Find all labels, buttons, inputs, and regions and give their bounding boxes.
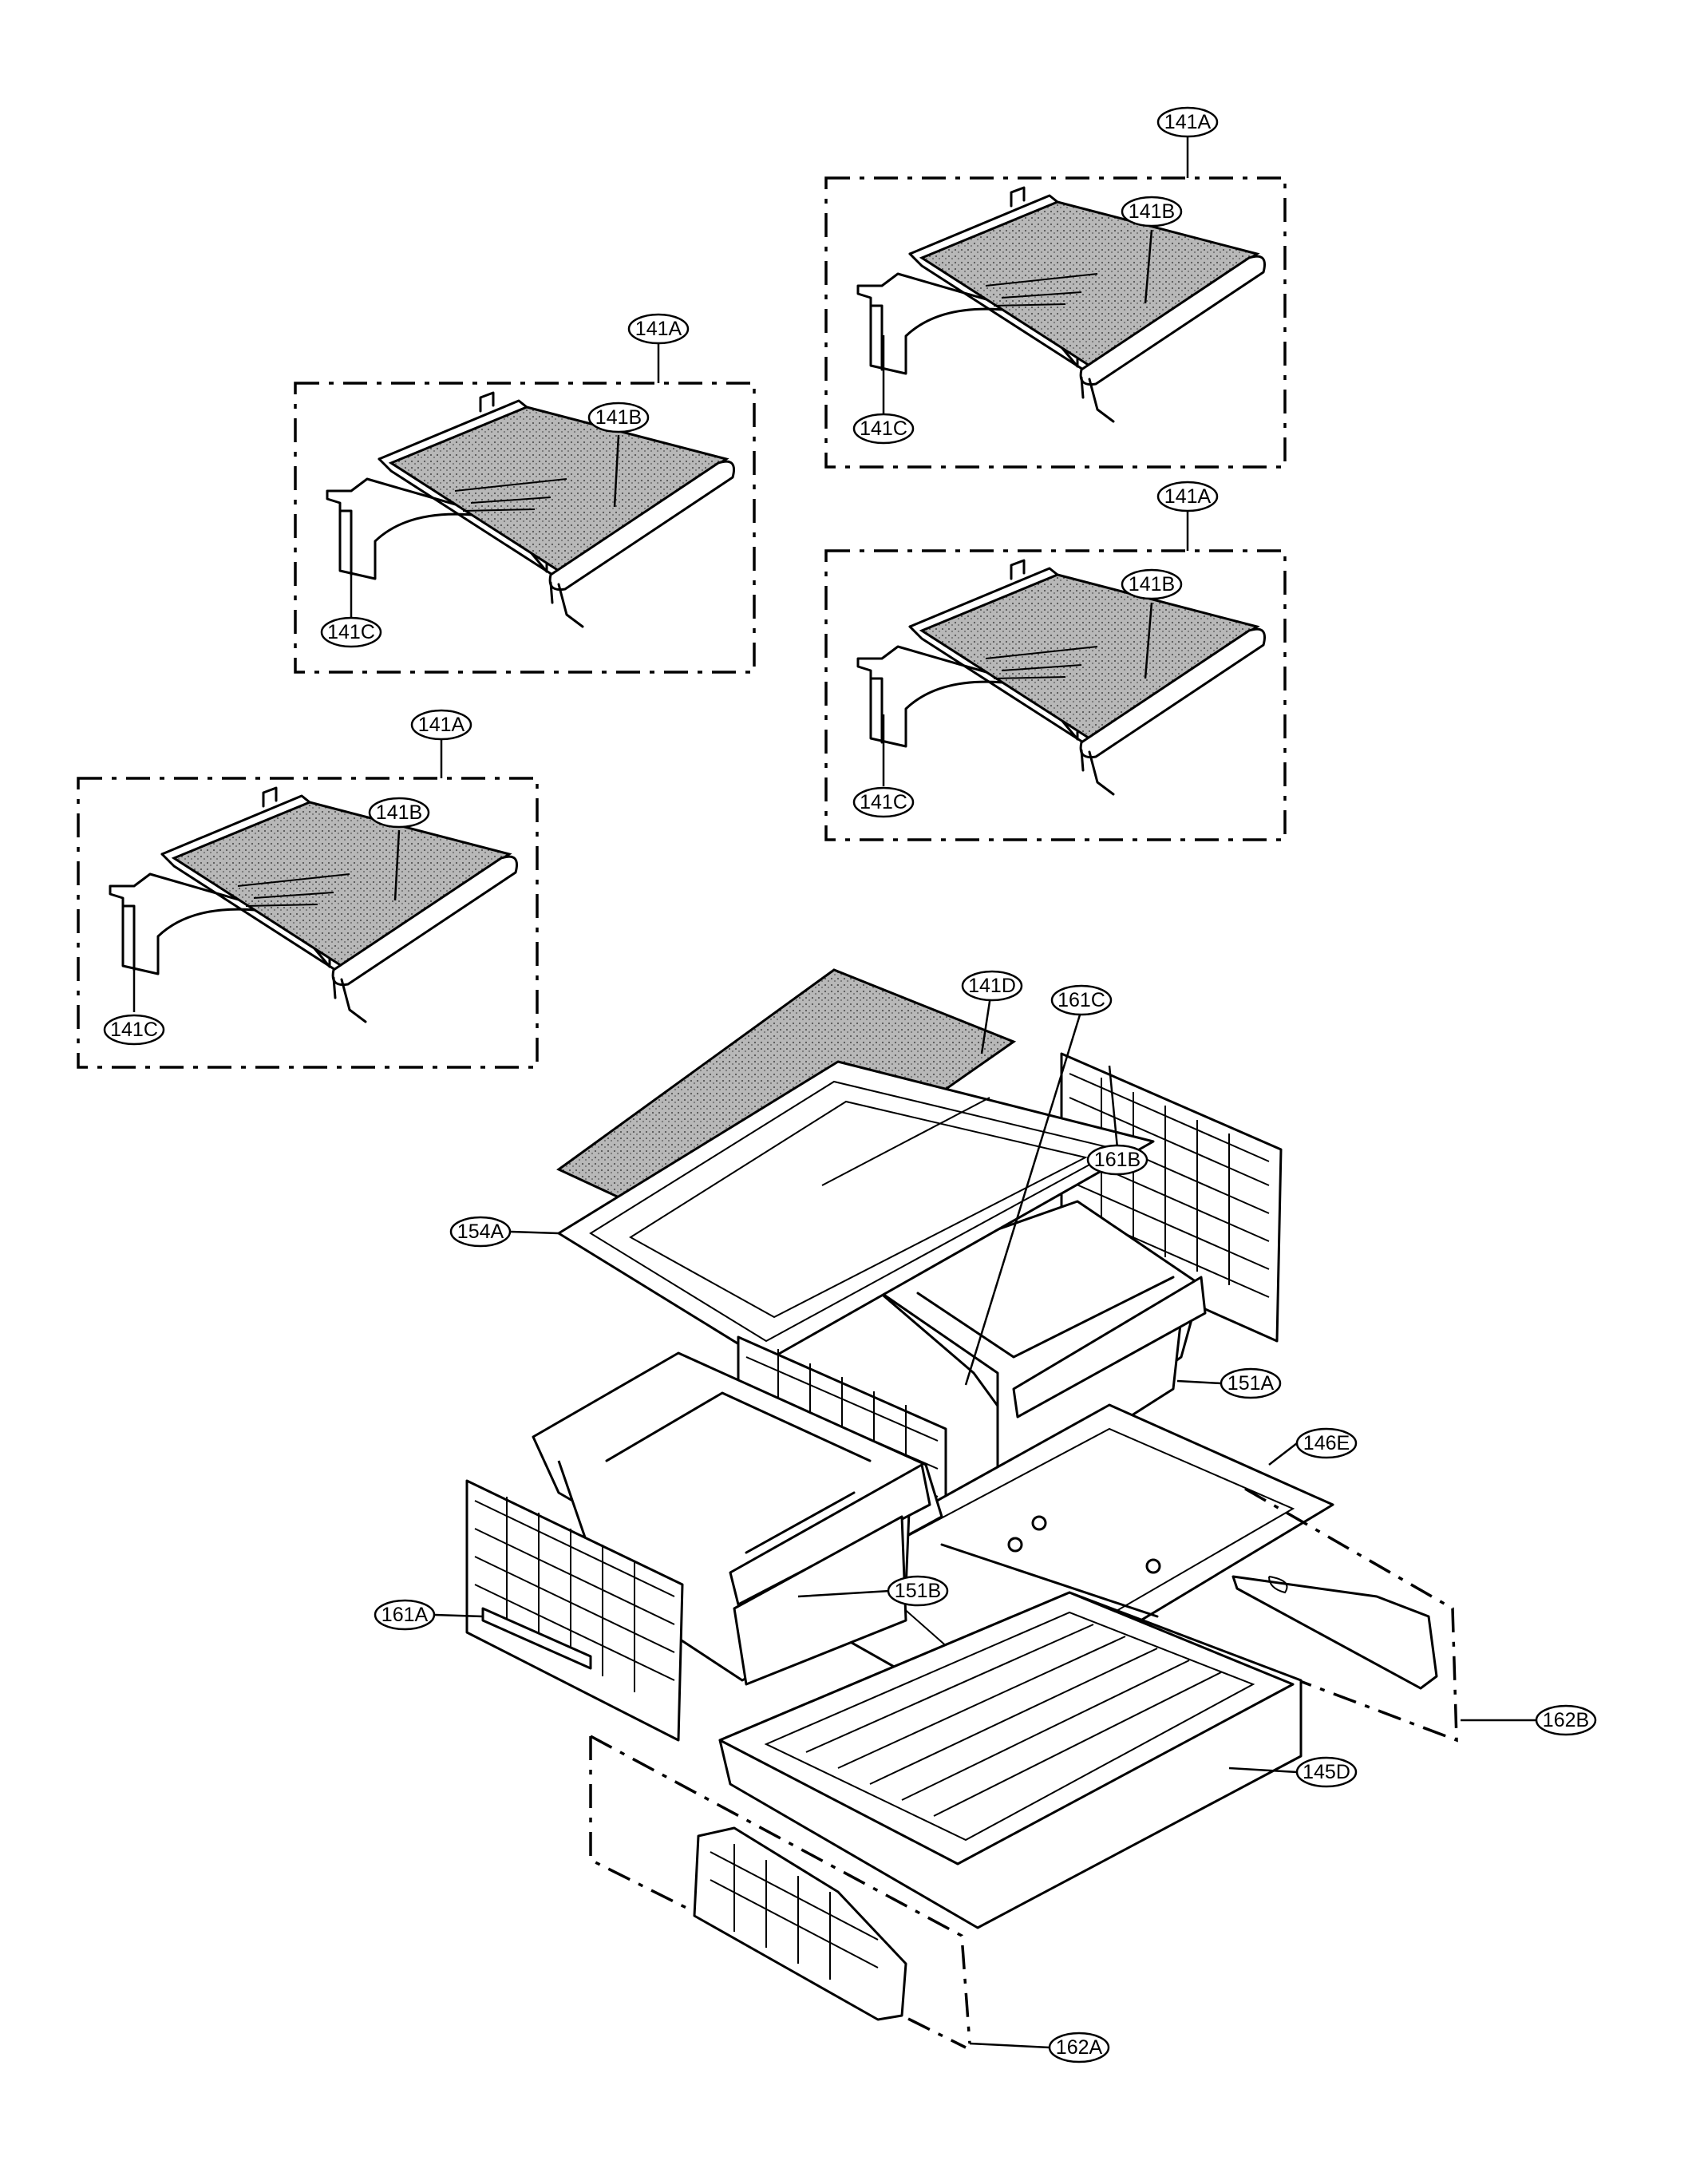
left-side-panel [465, 1479, 684, 1742]
shelf-assembly-3 [824, 511, 1287, 841]
svg-text:141A: 141A [1164, 111, 1212, 133]
label-141a-3: 141A [1156, 481, 1219, 512]
left-rail [693, 1826, 907, 2021]
label-145d: 145D [1295, 1756, 1358, 1788]
svg-text:151A: 151A [1227, 1372, 1275, 1395]
svg-text:141C: 141C [860, 791, 907, 813]
label-141c-4: 141C [103, 1014, 165, 1046]
label-141c-1: 141C [852, 413, 915, 445]
label-141a-1: 141A [1156, 106, 1219, 138]
label-141a-4: 141A [410, 709, 472, 741]
svg-text:141C: 141C [110, 1019, 158, 1041]
label-146e: 146E [1295, 1427, 1358, 1459]
svg-text:141C: 141C [860, 417, 907, 440]
label-141c-3: 141C [852, 786, 915, 818]
svg-text:141A: 141A [418, 714, 465, 736]
svg-text:141D: 141D [968, 975, 1016, 997]
label-151b: 151B [887, 1575, 949, 1607]
svg-text:154A: 154A [457, 1221, 504, 1243]
svg-text:162A: 162A [1056, 2036, 1103, 2059]
label-141c-2: 141C [320, 616, 382, 648]
label-162a: 162A [1048, 2032, 1110, 2063]
label-141a-2: 141A [627, 313, 690, 345]
shelf-assembly-4 [77, 738, 539, 1069]
svg-text:161C: 161C [1058, 989, 1105, 1011]
label-154a: 154A [449, 1216, 512, 1248]
label-141b-1: 141B [1121, 196, 1183, 228]
svg-text:141B: 141B [376, 801, 422, 824]
svg-text:141B: 141B [1129, 573, 1175, 595]
svg-text:161B: 161B [1094, 1149, 1141, 1171]
right-rail [1231, 1575, 1438, 1690]
svg-text:141C: 141C [327, 621, 375, 643]
shelf-assembly-2 [294, 343, 756, 674]
svg-text:141B: 141B [595, 406, 642, 429]
svg-text:145D: 145D [1303, 1761, 1350, 1783]
svg-text:162B: 162B [1543, 1709, 1589, 1731]
svg-text:151B: 151B [895, 1580, 941, 1602]
svg-text:141A: 141A [1164, 485, 1212, 508]
svg-text:146E: 146E [1303, 1432, 1350, 1454]
label-141b-2: 141B [587, 402, 650, 433]
label-141b-3: 141B [1121, 568, 1183, 600]
label-162b: 162B [1535, 1704, 1597, 1736]
label-161c: 161C [1050, 984, 1113, 1016]
crisper-cover-frame [557, 1060, 1155, 1363]
svg-text:141B: 141B [1129, 200, 1175, 223]
crisper-assembly [434, 968, 1536, 2049]
label-161b: 161B [1086, 1144, 1148, 1176]
label-141d: 141D [961, 970, 1023, 1002]
callouts: 141A 141B 141C 141A 141B 141C 141A 141B … [103, 106, 1597, 2063]
svg-text:141A: 141A [635, 318, 682, 340]
label-141b-4: 141B [368, 797, 430, 829]
right-rail-assembly-outline [1244, 1487, 1458, 1743]
svg-text:161A: 161A [381, 1604, 429, 1626]
shelf-assembly-1 [824, 136, 1287, 469]
label-161a: 161A [374, 1599, 436, 1631]
label-151a: 151A [1220, 1367, 1282, 1399]
